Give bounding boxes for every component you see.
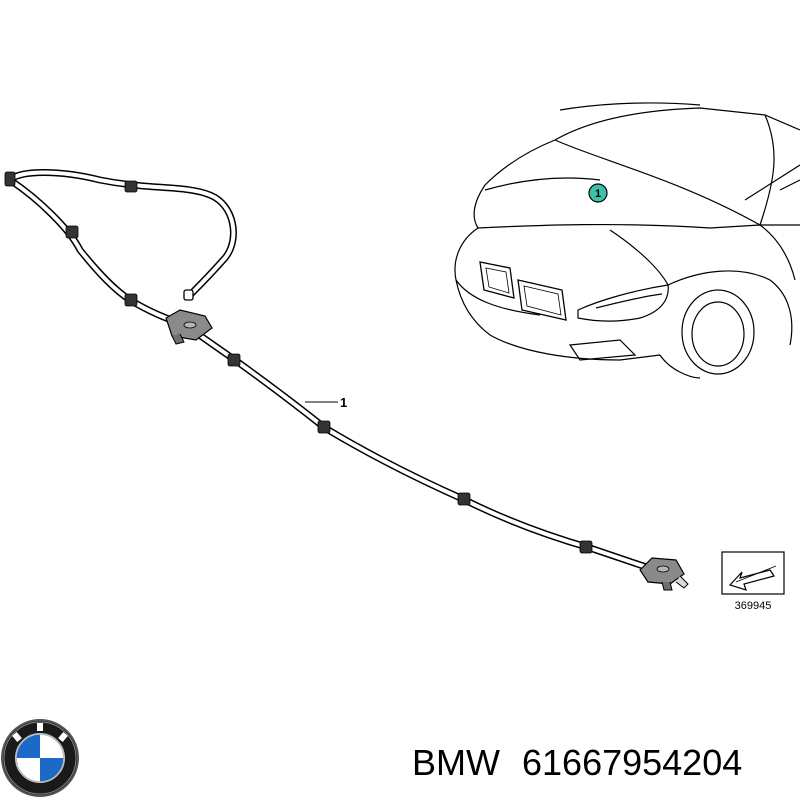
- hose-clip: [317, 420, 331, 434]
- car-front-sketch: [454, 102, 800, 379]
- hose-clip: [227, 353, 241, 367]
- hose-clips: [4, 171, 593, 554]
- washer-nozzle: [639, 557, 689, 591]
- main-hose: [6, 176, 659, 574]
- part-number: 61667954204: [522, 742, 743, 783]
- car-callout-label: 1: [595, 188, 601, 200]
- hose-clip: [124, 180, 138, 193]
- hose-clip: [457, 492, 471, 506]
- car-callout-badge: 1: [588, 183, 608, 203]
- washer-nozzle: [165, 309, 213, 345]
- hose-clip: [124, 293, 138, 307]
- hose-end-connector: [183, 289, 194, 301]
- reference-box: 369945: [721, 551, 785, 612]
- washer-hose-assembly: 1: [4, 169, 689, 591]
- reference-number: 369945: [735, 600, 772, 612]
- hose-clip: [4, 171, 16, 187]
- brand-name: BMW: [412, 742, 500, 783]
- bmw-logo-icon: [1, 719, 79, 797]
- hose-clip: [579, 540, 593, 554]
- part-caption: BMW 61667954204: [412, 738, 742, 788]
- hose-clip: [65, 225, 79, 239]
- direction-arrow-icon: [728, 565, 777, 591]
- part-callout-label: 1: [340, 395, 347, 410]
